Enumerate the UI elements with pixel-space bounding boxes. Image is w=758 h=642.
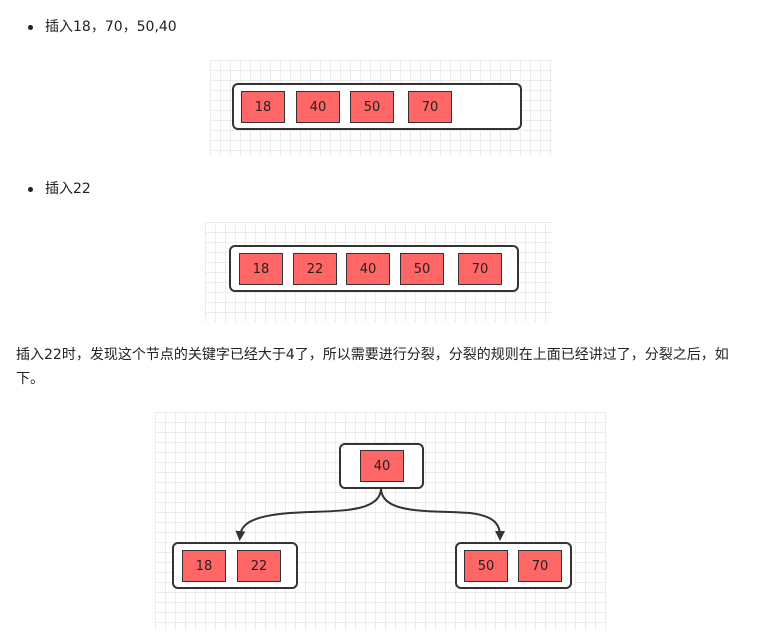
d2-key-3: 40 <box>346 253 390 285</box>
explanation-paragraph: 插入22时，发现这个节点的关键字已经大于4了，所以需要进行分裂，分裂的规则在上面… <box>16 347 729 387</box>
right-key-1: 50 <box>464 550 508 582</box>
bullet-item-2: 插入22 <box>28 179 91 199</box>
d2-key-2: 22 <box>293 253 337 285</box>
bullet-dot <box>28 186 33 192</box>
d1-key-4: 70 <box>408 91 452 123</box>
arrow-to-right-child <box>380 487 505 541</box>
d2-key-1: 18 <box>239 253 283 285</box>
bullet-text-1: 插入18，70，50,40 <box>45 19 177 35</box>
d1-key-3: 50 <box>350 91 394 123</box>
left-key-1: 18 <box>182 550 226 582</box>
bullet-dot <box>28 24 33 30</box>
bullet-text-2: 插入22 <box>45 181 91 197</box>
root-key-1: 40 <box>360 450 404 482</box>
d2-key-4: 50 <box>400 253 444 285</box>
right-key-2: 70 <box>518 550 562 582</box>
d1-key-2: 40 <box>296 91 340 123</box>
arrow-to-left-child <box>235 487 382 541</box>
left-key-2: 22 <box>237 550 281 582</box>
d1-key-1: 18 <box>241 91 285 123</box>
bullet-item-1: 插入18，70，50,40 <box>28 17 177 37</box>
d2-key-5: 70 <box>458 253 502 285</box>
